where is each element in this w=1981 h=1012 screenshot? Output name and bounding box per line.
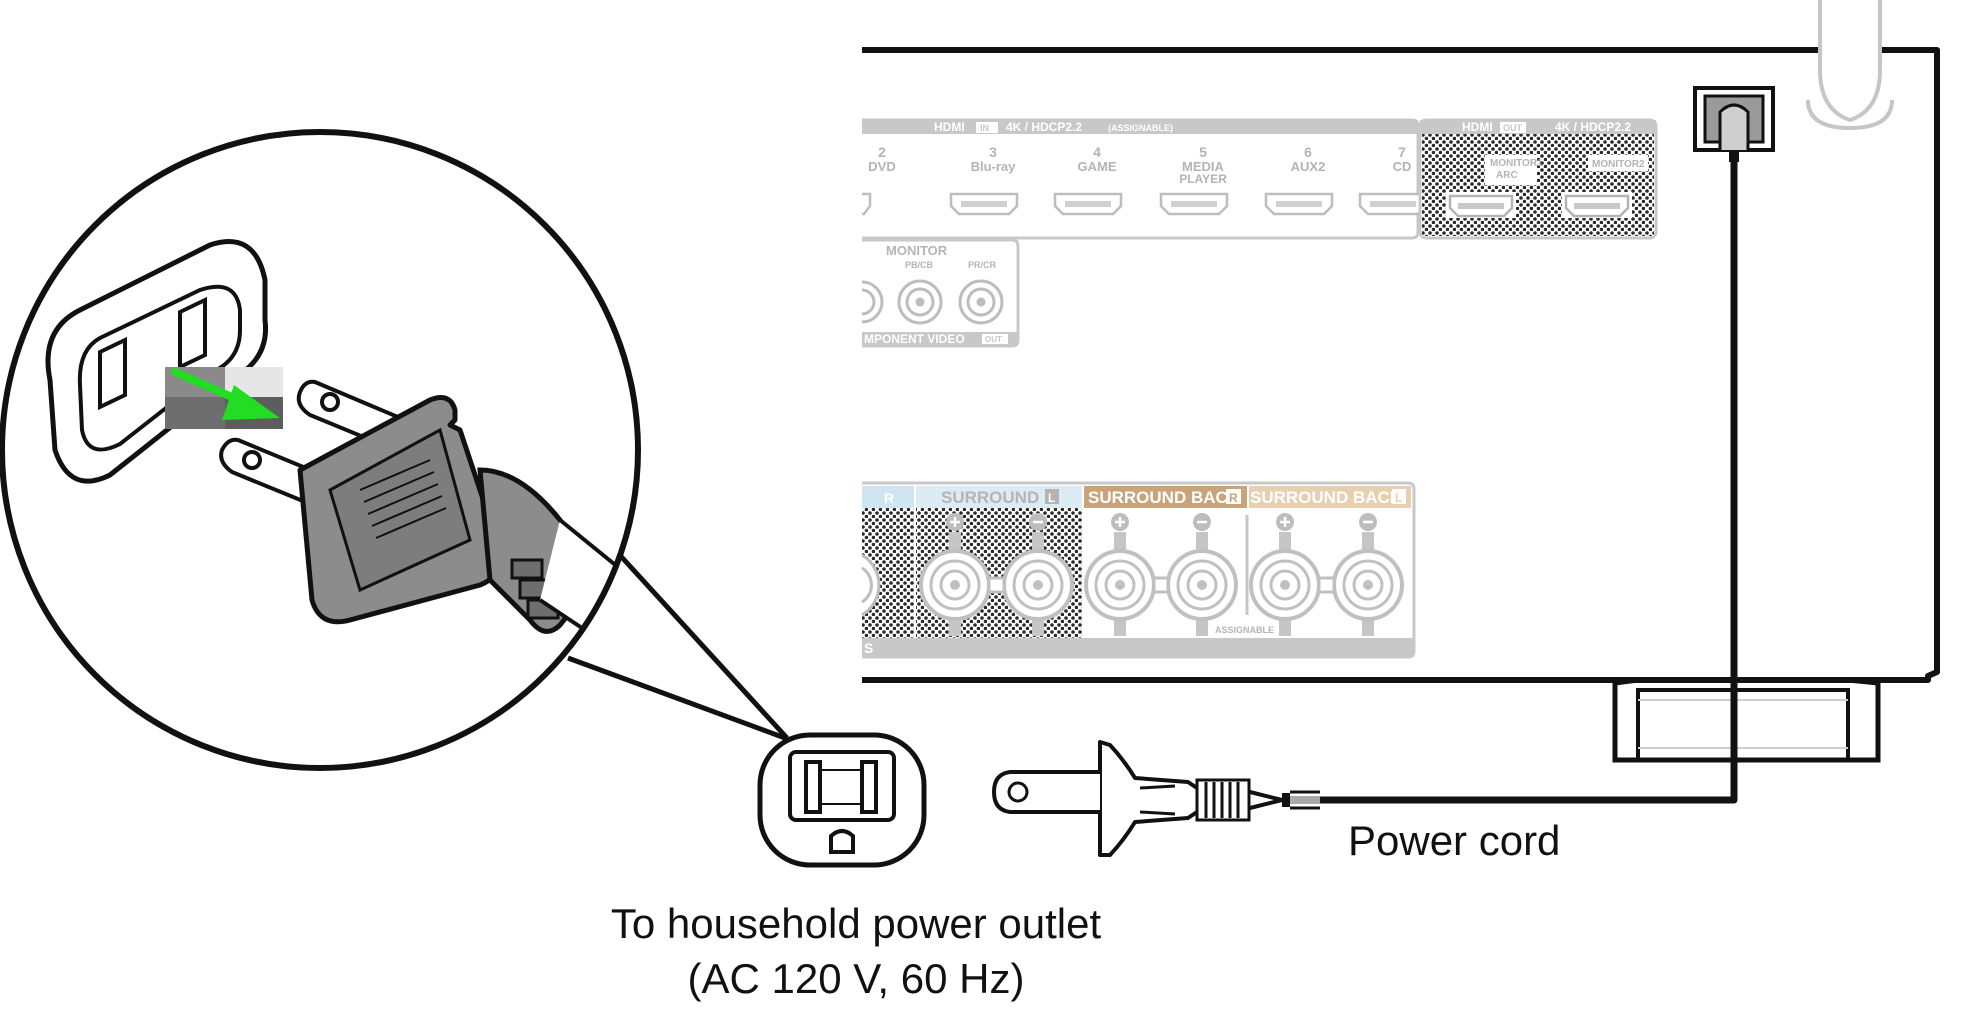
hdmi-in-port-name: AUX2 [1291, 159, 1326, 174]
power-plug [991, 740, 1284, 857]
front-right-tag: R [884, 490, 894, 506]
speaker-binding-post [1332, 513, 1404, 636]
hdmi-in-port-name2: PLAYER [1179, 172, 1227, 186]
component-jack-pb [897, 279, 943, 325]
hdmi-out-badge-box [1500, 122, 1526, 133]
terminal-bridge [1152, 576, 1170, 594]
speaker-binding-post [861, 553, 881, 617]
plus-icon [1111, 513, 1129, 531]
hdmi-in-header: HDMI [934, 120, 965, 134]
component-pb-label: PB/CB [905, 260, 934, 270]
hdmi-in-spec: 4K / HDCP2.2 [1006, 120, 1082, 134]
hdmi-out-monitor1: MONITOR1 [1490, 158, 1543, 169]
direction-arrow-icon [171, 368, 280, 420]
hdmi-port-slot [1370, 201, 1416, 207]
hdmi-in-badge: IN [980, 123, 989, 133]
zoom-detail-circle [0, 129, 641, 771]
speaker-terminal-panel: R SURROUND L SURROUND BACK R SURROUND BA… [861, 481, 1416, 659]
ac-inlet [1693, 86, 1775, 162]
hdmi-in-port-number: 6 [1304, 144, 1312, 160]
surround-left-label: SURROUND [941, 488, 1039, 507]
callout-lines [567, 550, 789, 741]
power-cord-label: Power cord [1348, 817, 1560, 864]
hdmi-out-header: HDMI [1462, 120, 1493, 134]
hdmi-out-port-1 [1446, 192, 1516, 218]
hdmi-in-port-number: 5 [1199, 144, 1207, 160]
speaker-footer-letter: S [864, 640, 873, 656]
component-jack-partial [861, 280, 884, 324]
outlet-label-line2: (AC 120 V, 60 Hz) [688, 955, 1025, 1002]
surround-back-left-label: SURROUND BACK [1250, 488, 1403, 507]
wireless-antenna [1806, 0, 1894, 131]
surround-back-left-tag: L [1395, 491, 1402, 505]
component-jack-pr [958, 279, 1004, 325]
hdmi-in-badge-box [976, 122, 998, 133]
speaker-binding-post [1249, 513, 1321, 636]
hdmi-in-port-7: 7CD [1358, 144, 1428, 216]
diagram-labels: Power cord To household power outlet (AC… [611, 817, 1561, 1002]
hdmi-out-arc: ARC [1496, 170, 1518, 181]
surround-left-tag: L [1048, 491, 1055, 505]
component-footer-badge: OUT [985, 335, 1002, 344]
hdmi-in-port-number: 3 [989, 144, 997, 160]
hdmi-port-slot [961, 201, 1007, 207]
hdmi-in-port-name: DVD [868, 159, 895, 174]
minus-icon [1029, 513, 1047, 531]
hdmi-in-note: (ASSIGNABLE) [1108, 123, 1173, 133]
hdmi-in-port-name: Blu-ray [971, 159, 1017, 174]
hdmi-port-icon-partial [862, 192, 872, 216]
plus-icon [946, 513, 964, 531]
hdmi-in-port-name: CD [1393, 159, 1412, 174]
speaker-binding-post [1166, 513, 1238, 636]
zoom-plug-head [297, 395, 638, 643]
component-monitor-label: MONITOR [886, 243, 948, 258]
hdmi-out-spec: 4K / HDCP2.2 [1555, 120, 1631, 134]
receiver-chassis-outline [862, 47, 1940, 683]
assignable-label: ASSIGNABLE [1215, 625, 1274, 635]
power-outlet [757, 732, 927, 868]
terminal-bridge [987, 576, 1006, 594]
speaker-binding-posts [861, 513, 1404, 636]
component-pr-label: PR/CR [968, 260, 997, 270]
hdmi-port-slot [1171, 201, 1217, 207]
hdmi-in-port-number: 7 [1398, 144, 1406, 160]
speaker-binding-post [1084, 513, 1156, 636]
speaker-binding-post [919, 513, 991, 636]
outlet-label-line1: To household power outlet [611, 900, 1102, 947]
component-video-panel: MONITOR PB/CB PR/CR MPONENT VIDEO OUT [861, 238, 1020, 348]
receiver-feet [1612, 677, 1881, 763]
hdmi-in-port-number: 4 [1093, 144, 1101, 160]
hdmi-out-port-2 [1562, 192, 1632, 218]
power-cord [1282, 162, 1738, 810]
minus-icon [1193, 513, 1211, 531]
plus-icon [1276, 513, 1294, 531]
hdmi-in-port-number: 2 [878, 144, 886, 160]
terminal-bridge [1317, 576, 1336, 594]
hdmi-out-monitor2: MONITOR2 [1592, 159, 1645, 170]
hdmi-port-slot [1065, 201, 1111, 207]
surround-back-right-label: SURROUND BACK [1088, 488, 1241, 507]
surround-back-right-tag: R [1229, 491, 1238, 505]
component-footer-label: MPONENT VIDEO [864, 332, 965, 346]
hdmi-in-port-name: MEDIA [1182, 159, 1225, 174]
hdmi-out-panel: HDMI OUT 4K / HDCP2.2 MONITOR1 ARC MONIT… [1418, 118, 1658, 240]
hdmi-out-badge: OUT [1503, 123, 1523, 133]
minus-icon [1359, 513, 1377, 531]
hdmi-in-port-name: GAME [1078, 159, 1117, 174]
hdmi-port-slot [1276, 201, 1322, 207]
speaker-binding-post [1002, 513, 1074, 636]
zoom-outlet [45, 239, 283, 484]
